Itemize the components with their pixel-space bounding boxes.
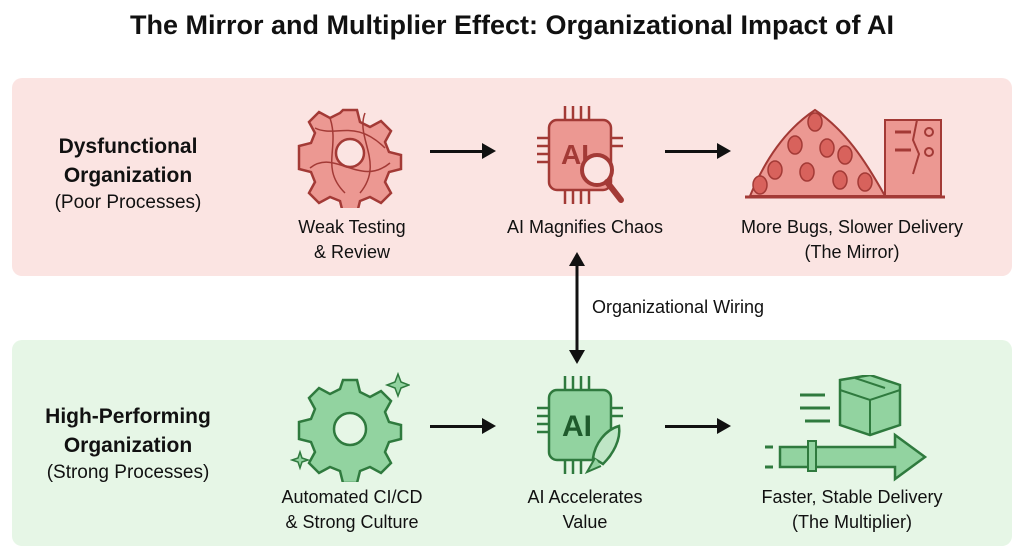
- fast-package-arrow-icon: [765, 375, 928, 482]
- step-caption-ai-magnifies: AI Magnifies Chaos: [445, 215, 725, 240]
- caption-line2: & Strong Culture: [285, 512, 419, 532]
- caption-line2: (The Mirror): [804, 242, 900, 262]
- step-caption-weak-testing: Weak Testing & Review: [212, 215, 492, 265]
- chip-label: AI: [562, 410, 592, 443]
- flow-arrow: [430, 418, 496, 434]
- caption-line2: & Review: [313, 242, 391, 262]
- ai-chip-rocket-icon: AI: [537, 376, 623, 475]
- step-caption-ai-accelerates: AI Accelerates Value: [445, 485, 725, 535]
- ai-chip-magnifier-icon: AI: [537, 106, 624, 204]
- high-performing-org-name: High-Performing Organization: [13, 402, 243, 460]
- dysfunctional-org-name: Dysfunctional Organization: [13, 132, 243, 190]
- step-caption-faster-delivery: Faster, Stable Delivery (The Multiplier): [712, 485, 992, 535]
- org-name-line1: Dysfunctional: [58, 135, 198, 158]
- caption-line1: AI Accelerates: [527, 487, 643, 507]
- high-performing-org-subtitle: (Strong Processes): [46, 462, 210, 483]
- high-performing-panel: [12, 340, 1012, 546]
- flow-arrow: [665, 143, 731, 159]
- flow-arrow: [430, 143, 496, 159]
- org-name-line1: High-Performing: [45, 405, 211, 428]
- tangled-gear-icon: [297, 108, 403, 208]
- caption-line2: (The Multiplier): [791, 512, 913, 532]
- caption-line1: AI Magnifies Chaos: [506, 217, 664, 237]
- dysfunctional-org-subtitle: (Poor Processes): [54, 192, 202, 213]
- caption-line2: Value: [562, 512, 608, 532]
- caption-line1: More Bugs, Slower Delivery: [740, 217, 964, 237]
- bidirectional-arrow: [569, 252, 585, 364]
- organizational-wiring-label: Organizational Wiring: [592, 297, 765, 317]
- org-name-line2: Organization: [63, 164, 193, 187]
- caption-line1: Faster, Stable Delivery: [761, 487, 943, 507]
- step-caption-automated-cicd: Automated CI/CD & Strong Culture: [212, 485, 492, 535]
- caption-line1: Weak Testing: [298, 217, 406, 237]
- bug-pile-broken-server-icon: [745, 108, 945, 199]
- flow-arrow: [665, 418, 731, 434]
- org-name-line2: Organization: [63, 434, 193, 457]
- caption-line1: Automated CI/CD: [281, 487, 423, 507]
- sparkling-gear-icon: [290, 372, 410, 482]
- diagram-title: The Mirror and Multiplier Effect: Organi…: [129, 10, 895, 40]
- step-caption-more-bugs: More Bugs, Slower Delivery (The Mirror): [712, 215, 992, 265]
